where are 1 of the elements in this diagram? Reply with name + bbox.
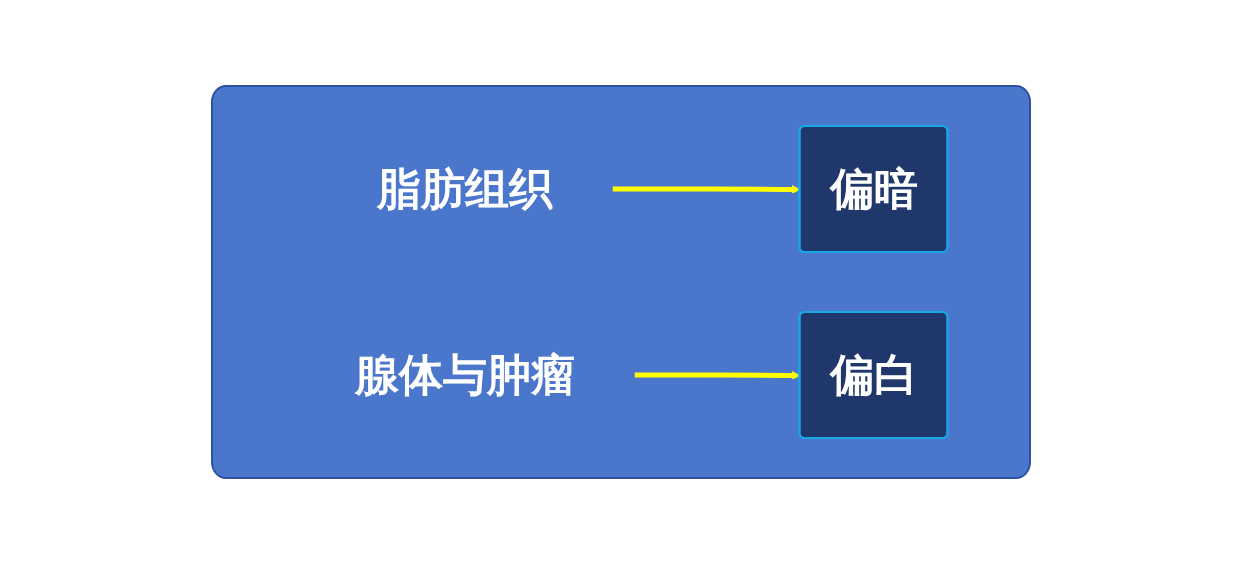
- cluster: [211, 85, 1031, 479]
